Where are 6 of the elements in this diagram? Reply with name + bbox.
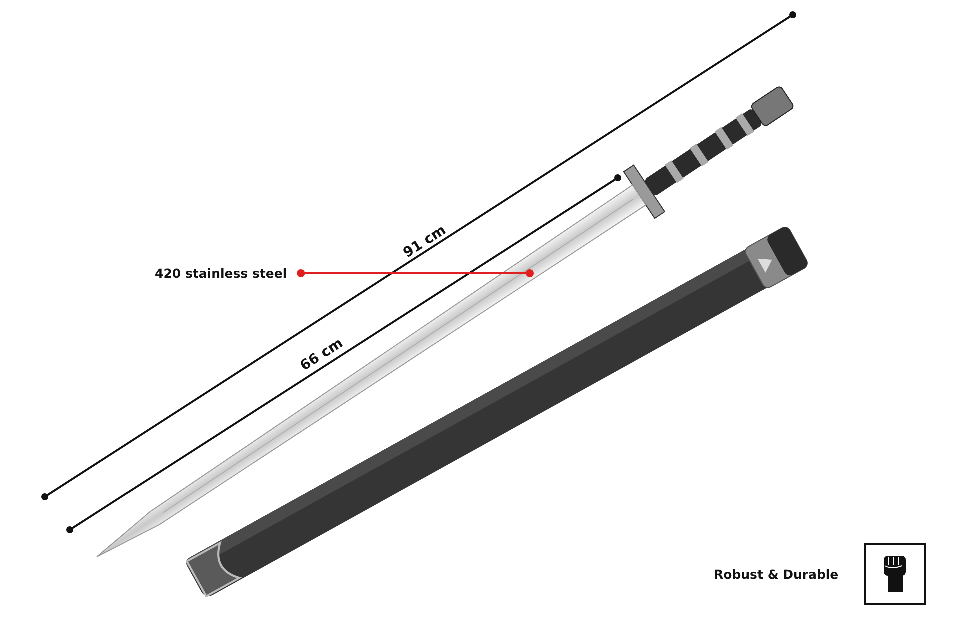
sword-blade	[96, 184, 647, 558]
leader-line	[297, 270, 534, 278]
material-label: 420 stainless steel	[155, 266, 288, 281]
dimension-label: 91 cm	[400, 222, 450, 262]
feature-label: Robust & Durable	[714, 567, 839, 582]
dimension-label: 66 cm	[298, 335, 346, 375]
